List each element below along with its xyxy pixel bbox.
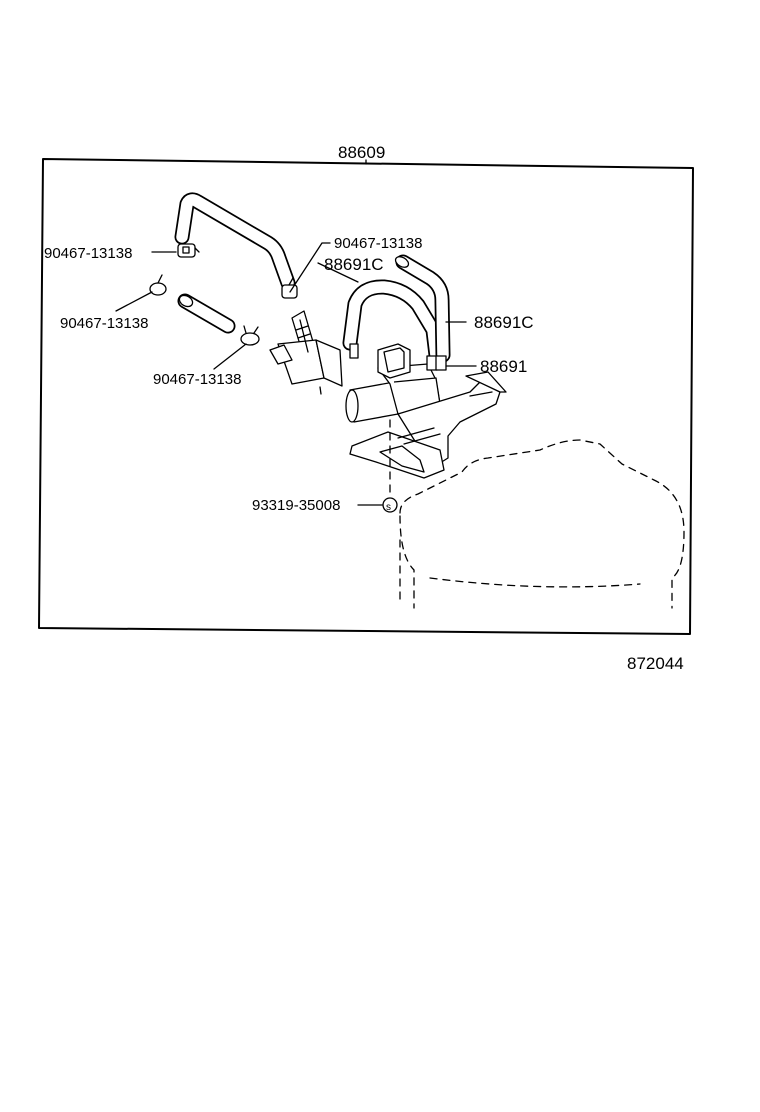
vacuum-switching-valve bbox=[345, 343, 447, 423]
assembly-frame bbox=[38, 158, 694, 635]
valve-nipple bbox=[319, 343, 359, 395]
long-vacuum-hose bbox=[174, 192, 296, 291]
clamp-mid-left bbox=[149, 274, 167, 296]
clamp-top-right bbox=[281, 277, 298, 299]
label-hose-inner: 88691C bbox=[324, 255, 384, 274]
hose-88691c-inner bbox=[342, 279, 444, 363]
clamp-top-left bbox=[177, 243, 200, 258]
mounting-bracket bbox=[349, 371, 507, 479]
label-clamp-mid-left: 90467-13138 bbox=[60, 315, 148, 332]
label-clamp-top-left: 90467-13138 bbox=[44, 245, 132, 262]
engine-outline bbox=[399, 439, 685, 609]
nut: s bbox=[382, 497, 398, 513]
label-clamp-top-right: 90467-13138 bbox=[334, 235, 422, 252]
hose-fitting bbox=[269, 310, 343, 387]
label-hose-outer: 88691C bbox=[474, 313, 534, 332]
clamp-lower bbox=[240, 325, 260, 346]
hose-88691c-outer bbox=[394, 254, 451, 363]
label-nut: 93319-35008 bbox=[252, 497, 340, 514]
label-valve: 88691 bbox=[480, 357, 527, 376]
svg-text:s: s bbox=[386, 502, 391, 513]
figure-number: 872044 bbox=[627, 654, 684, 673]
short-vacuum-hose bbox=[177, 293, 236, 334]
label-clamp-lower: 90467-13138 bbox=[153, 371, 241, 388]
assembly-number: 88609 bbox=[338, 143, 385, 162]
